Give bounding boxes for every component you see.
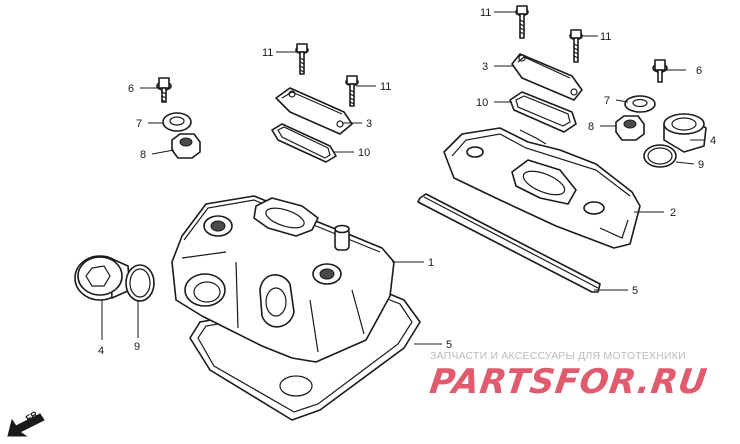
callout-11: 11 [262,47,273,59]
callout-11: 11 [380,81,391,93]
right-o-ring [643,144,677,168]
callout-6: 6 [696,65,702,77]
callout-1: 1 [428,257,434,269]
right-cam-cover [511,53,583,101]
cylinder-head-cover [171,195,395,363]
left-cam-cover [275,87,353,135]
callout-4: 4 [98,345,104,357]
callout-11: 11 [600,31,611,43]
callout-7: 7 [604,95,610,107]
callout-7: 7 [136,118,142,130]
watermark-tagline: ЗАПЧАСТИ И АКСЕССУАРЫ ДЛЯ МОТОТЕХНИКИ [430,350,686,362]
watermark-logo: PARTSFOR.RU [427,362,710,402]
left-o-ring [125,264,155,302]
callout-4: 4 [710,135,716,147]
right-nut-8 [615,115,645,141]
callout-5: 5 [446,339,452,351]
right-bolt-6 [652,59,668,83]
callout-2: 2 [670,207,676,219]
right-tappet-cap [663,113,707,153]
right-washer-7 [624,95,656,113]
leader-lines [101,11,704,345]
right-bolt-11-a [515,5,529,39]
left-washer-7 [162,112,192,132]
callout-6: 6 [128,83,134,95]
left-bolt-11-a [295,43,309,75]
callout-3: 3 [482,61,488,73]
left-cam-gasket [271,123,337,163]
callout-3: 3 [366,118,372,130]
left-bolt-11-b [345,75,359,107]
callout-9: 9 [698,159,704,171]
left-bolt-6 [156,77,172,103]
left-tappet-cap [74,255,131,301]
callout-10: 10 [358,147,370,159]
right-cam-gasket [509,91,577,133]
callout-11: 11 [480,7,491,19]
front-direction-arrow [7,413,45,437]
baffle-plate [443,127,641,249]
callout-8: 8 [140,149,146,161]
callout-8: 8 [588,121,594,133]
callout-5: 5 [632,285,638,297]
left-nut-8 [171,133,201,159]
callout-10: 10 [476,97,488,109]
right-bolt-11-b [569,29,583,63]
callout-9: 9 [134,341,140,353]
gasket-strip [417,193,601,293]
